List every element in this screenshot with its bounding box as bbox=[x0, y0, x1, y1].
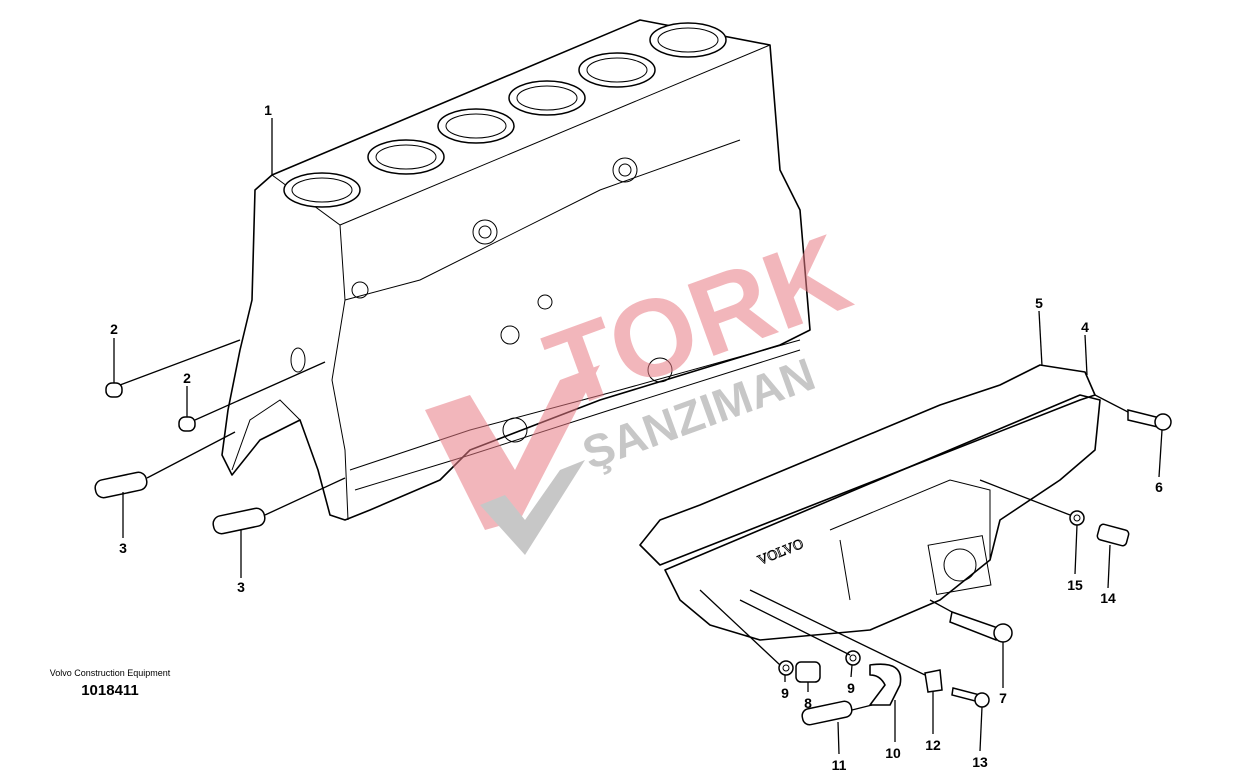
callout-2: 2 bbox=[110, 321, 118, 337]
callout-6: 6 bbox=[1155, 479, 1163, 495]
drain-plug bbox=[1096, 523, 1130, 547]
sleeve bbox=[212, 507, 266, 535]
callout-2: 2 bbox=[183, 370, 191, 386]
tube bbox=[801, 700, 853, 726]
volvo-emboss: VOLVO bbox=[756, 537, 806, 569]
callout-leaders bbox=[113, 118, 1163, 755]
diagram-footer: Volvo Construction Equipment 1018411 bbox=[40, 668, 180, 699]
callout-1: 1 bbox=[264, 102, 272, 118]
callout-11: 11 bbox=[832, 757, 847, 773]
callout-4: 4 bbox=[1081, 319, 1089, 335]
dowel-pin bbox=[105, 382, 123, 398]
washer bbox=[1073, 514, 1081, 522]
washer bbox=[782, 664, 790, 672]
callout-3: 3 bbox=[237, 579, 245, 595]
callout-10: 10 bbox=[885, 745, 901, 761]
callout-8: 8 bbox=[804, 695, 812, 711]
clamp bbox=[924, 669, 943, 693]
callout-12: 12 bbox=[925, 737, 941, 753]
watermark-logo: TORK ŞANZIMAN bbox=[425, 211, 864, 555]
brand-label: Volvo Construction Equipment bbox=[49, 668, 171, 678]
washer bbox=[849, 654, 857, 662]
callout-5: 5 bbox=[1035, 295, 1043, 311]
plug bbox=[795, 661, 821, 683]
callout-14: 14 bbox=[1100, 590, 1116, 606]
callout-15: 15 bbox=[1067, 577, 1083, 593]
cylinder-bores bbox=[283, 22, 727, 208]
callout-7: 7 bbox=[999, 690, 1007, 706]
cylinder-block bbox=[221, 19, 811, 521]
callout-3: 3 bbox=[119, 540, 127, 556]
callout-9: 9 bbox=[847, 680, 855, 696]
pipe bbox=[869, 663, 902, 706]
diagram-code: 1018411 bbox=[81, 682, 139, 699]
callout-9: 9 bbox=[781, 685, 789, 701]
bolt bbox=[949, 611, 999, 642]
small-parts bbox=[94, 339, 1172, 726]
callout-labels: 1 2 2 3 3 4 5 6 7 8 9 9 10 11 12 13 14 1… bbox=[110, 102, 1163, 773]
dowel-pin bbox=[178, 416, 196, 432]
callout-13: 13 bbox=[972, 754, 988, 770]
sleeve bbox=[94, 471, 148, 499]
